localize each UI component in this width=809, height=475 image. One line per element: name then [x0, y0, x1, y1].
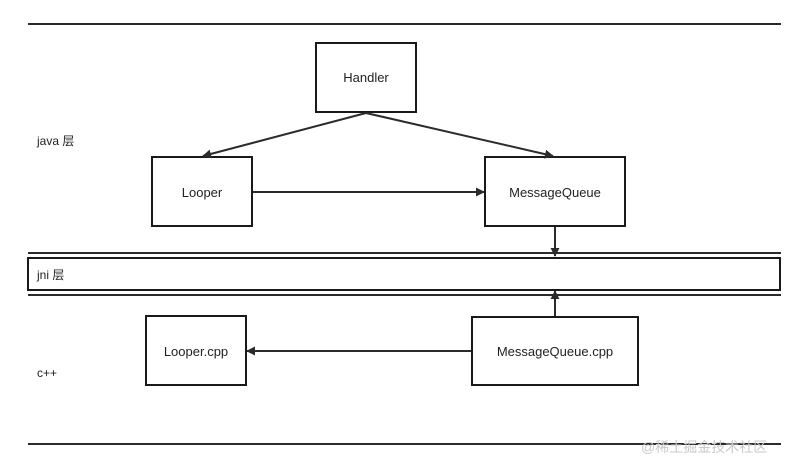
looper-cpp-label: Looper.cpp [164, 344, 228, 359]
looper-cpp-node: Looper.cpp [145, 315, 247, 386]
message-queue-label: MessageQueue [509, 185, 601, 200]
looper-label: Looper [182, 185, 223, 200]
java-layer-label: java 层 [36, 134, 74, 148]
handler-to-message-queue-arrow [365, 112, 554, 159]
cpp-layer-label: c++ [37, 366, 57, 380]
message-queue-cpp-label: MessageQueue.cpp [497, 344, 613, 359]
handler-to-looper-arrow [202, 112, 367, 159]
message-queue-node: MessageQueue [484, 156, 626, 227]
message-queue-cpp-node: MessageQueue.cpp [471, 316, 639, 386]
looper-node: Looper [151, 156, 253, 227]
jni-layer-label: jni 层 [36, 268, 64, 282]
handler-label: Handler [343, 70, 389, 85]
handler-node: Handler [315, 42, 417, 113]
jni-layer-box [27, 257, 781, 291]
watermark-text: @稀土掘金技术社区 [641, 439, 767, 455]
